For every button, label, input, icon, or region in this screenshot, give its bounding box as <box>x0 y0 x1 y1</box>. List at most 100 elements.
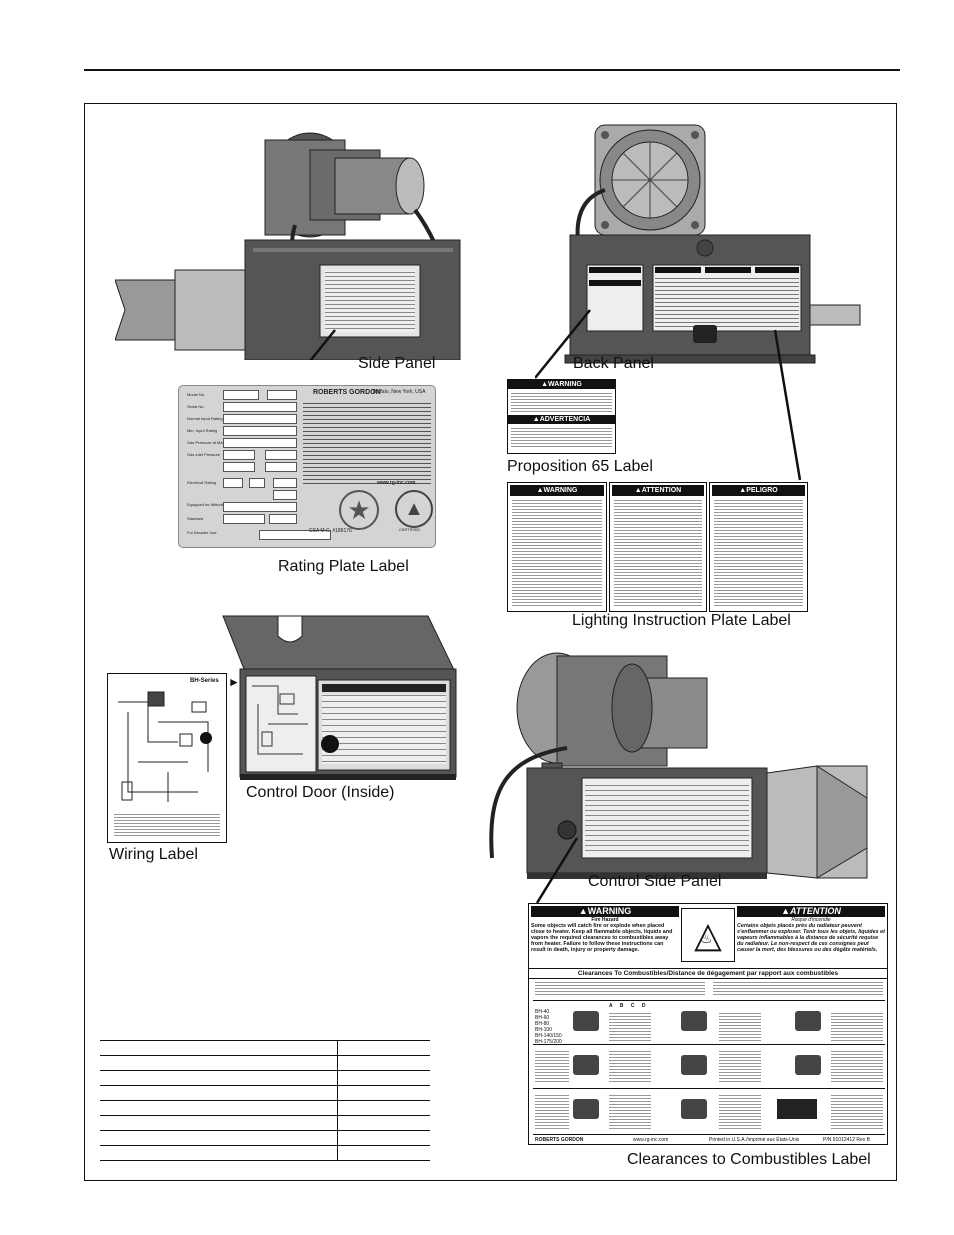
rating-plate-certified: CERTIFIED <box>399 527 421 532</box>
lighting-label: Lighting Instruction Plate Label <box>572 612 791 629</box>
clearances-title: Clearances To Combustibles/Distance de d… <box>529 968 887 979</box>
table-row <box>100 1145 430 1161</box>
clearances-attention-text: ATTENTION <box>790 906 841 916</box>
figure-frame <box>84 103 897 1181</box>
clearances-model-0: BH-40 <box>535 1009 550 1015</box>
clearances-values <box>535 1049 569 1083</box>
lighting-peligro-header: ▲PELIGRO <box>712 485 805 496</box>
table-row <box>100 1085 430 1101</box>
rating-plate-box <box>267 390 297 400</box>
fire-hazard-icon: △ <box>681 908 735 962</box>
heater-diagram-icon <box>681 1055 707 1075</box>
table-row <box>100 1040 430 1056</box>
blank-table <box>100 1040 430 1161</box>
lighting-panel-warning: ▲WARNING <box>507 482 607 612</box>
rating-plate-box <box>223 426 297 436</box>
rating-plate-box <box>273 478 297 488</box>
clearances-warning-text: WARNING <box>587 906 632 916</box>
heater-diagram-icon <box>795 1055 821 1075</box>
table-cell <box>337 1085 430 1101</box>
table-cell <box>100 1100 338 1116</box>
clearances-fire-hazard: Fire Hazard <box>591 917 619 923</box>
flame-icon: ♨ <box>700 930 713 946</box>
clearances-values <box>535 1093 569 1129</box>
heater-diagram-icon <box>573 1099 599 1119</box>
rating-plate-box <box>223 478 243 488</box>
table-cell <box>337 1145 430 1161</box>
rating-plate-box <box>223 514 265 524</box>
rating-plate-box <box>269 514 297 524</box>
rating-plate-field-1: Serial No. <box>187 404 205 409</box>
clearances-attention-column: ▲ATTENTION Risque d'incendie Certains ob… <box>737 906 885 966</box>
back-panel-label: Back Panel <box>573 355 654 372</box>
clearances-model-1: BH-60 <box>535 1015 550 1021</box>
clearances-values <box>609 1093 651 1129</box>
control-door-label: Control Door (Inside) <box>246 784 395 801</box>
clearances-col-d: D <box>641 1003 646 1009</box>
header-rule <box>84 69 900 71</box>
lighting-warning-header: ▲WARNING <box>510 485 604 496</box>
prop65-advertencia-header: ▲ADVERTENCIA <box>508 415 615 424</box>
clearances-grid-block-1: A B C D BH-40 BH-60 BH-80 BH-100 BH-140/… <box>533 1000 885 1045</box>
clearances-model-3: BH-100 <box>535 1027 552 1033</box>
control-side-label: Control Side Panel <box>588 873 722 890</box>
rating-plate-field-2: Normal Input Rating <box>187 416 223 421</box>
rating-plate-text-block <box>303 400 431 486</box>
clearances-values <box>831 1011 883 1041</box>
rating-plate-box <box>223 462 255 472</box>
lighting-panel-peligro: ▲PELIGRO <box>709 482 808 612</box>
rating-plate-brand: ROBERTS GORDON <box>313 389 381 396</box>
clearances-warning-body: Some objects will catch fire or explode … <box>531 923 673 953</box>
clearances-values <box>609 1049 651 1083</box>
clearances-values <box>719 1049 761 1083</box>
side-panel-heater-figure <box>115 132 461 360</box>
star-seal-icon: ★ <box>339 490 379 530</box>
prop65-warning-body <box>511 391 612 413</box>
table-cell <box>100 1085 338 1101</box>
rating-plate-field-3: Min. Input Rating <box>187 428 218 433</box>
lighting-attention-header: ▲ATTENTION <box>612 485 704 496</box>
heater-diagram-icon <box>573 1011 599 1031</box>
rating-plate-box <box>265 450 297 460</box>
clearances-warning-header: ▲WARNING <box>531 906 679 917</box>
heater-diagram-icon <box>681 1011 707 1031</box>
clearances-risque: Risque d'incendie <box>791 917 831 923</box>
lighting-panel-attention: ▲ATTENTION <box>609 482 707 612</box>
clearances-col-header: A B C D <box>609 1003 645 1009</box>
lighting-attention-text: ATTENTION <box>641 487 682 494</box>
clearances-model-2: BH-80 <box>535 1021 550 1027</box>
clearances-footer-web: www.rg-inc.com <box>633 1137 669 1143</box>
clearances-values <box>719 1011 761 1041</box>
rating-plate-label-figure: ROBERTS GORDON Buffalo, New York, USA Mo… <box>178 385 436 548</box>
clearances-col-b: B <box>619 1003 624 1009</box>
clearances-values <box>719 1093 761 1129</box>
clearances-values <box>609 1011 651 1041</box>
control-side-panel-heater-figure <box>489 652 868 904</box>
clearances-label: Clearances to Combustibles Label <box>627 1151 871 1168</box>
table-cell <box>337 1115 430 1131</box>
clearances-col-a: A <box>609 1003 613 1009</box>
rating-plate-box <box>273 490 297 500</box>
rating-plate-field-4: Gas Pressure at Manifold <box>187 440 233 445</box>
clearances-footer-part: P/N 91012412 Rev B <box>823 1137 870 1143</box>
clearances-attention-body: Certains objets placés près du radiateur… <box>737 923 885 953</box>
rating-plate-csa: CSA M.C. #189176 <box>309 528 352 534</box>
rating-plate-box <box>249 478 265 488</box>
rating-plate-field-8: Standard <box>187 516 204 521</box>
rating-plate-box <box>223 402 297 412</box>
heater-diagram-icon <box>573 1055 599 1075</box>
clearances-model-4: BH-140/150 <box>535 1033 562 1039</box>
heater-diagram-icon <box>795 1011 821 1031</box>
clearances-values <box>831 1049 883 1083</box>
wiring-notes <box>114 812 220 838</box>
clearances-attention-header: ▲ATTENTION <box>737 906 885 917</box>
table-cell <box>100 1040 338 1056</box>
wiring-label-figure: BH-Series <box>107 673 227 843</box>
wiring-diagram <box>118 691 212 802</box>
table-cell <box>337 1130 430 1146</box>
rating-plate-box <box>265 462 297 472</box>
prop65-advertencia-body <box>511 426 612 448</box>
clearances-grid-block-2 <box>533 1044 885 1087</box>
rating-plate-location: Buffalo, New York, USA <box>373 389 426 395</box>
rating-plate-box <box>259 530 331 540</box>
